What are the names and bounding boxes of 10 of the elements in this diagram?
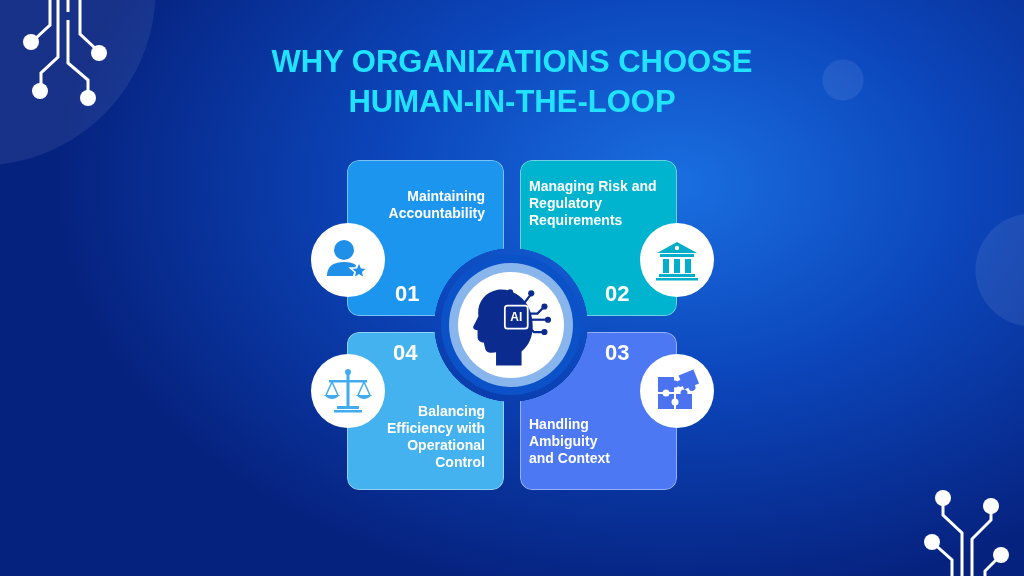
- step-number: 04: [393, 340, 418, 366]
- card-heading: Balancing Efficiency with Operational Control: [385, 403, 485, 471]
- card-heading: Managing Risk and Regulatory Requirements: [529, 178, 658, 229]
- step-number: 02: [605, 281, 630, 307]
- card-heading: Maintaining Accountability: [387, 188, 485, 222]
- title: WHY ORGANIZATIONS CHOOSE HUMAN-IN-THE-LOOP: [270, 43, 754, 121]
- step-number: 01: [395, 281, 420, 307]
- chip-label: AI: [509, 309, 524, 326]
- card-heading: Handling Ambiguity and Context: [529, 416, 611, 467]
- step-number: 03: [605, 340, 630, 366]
